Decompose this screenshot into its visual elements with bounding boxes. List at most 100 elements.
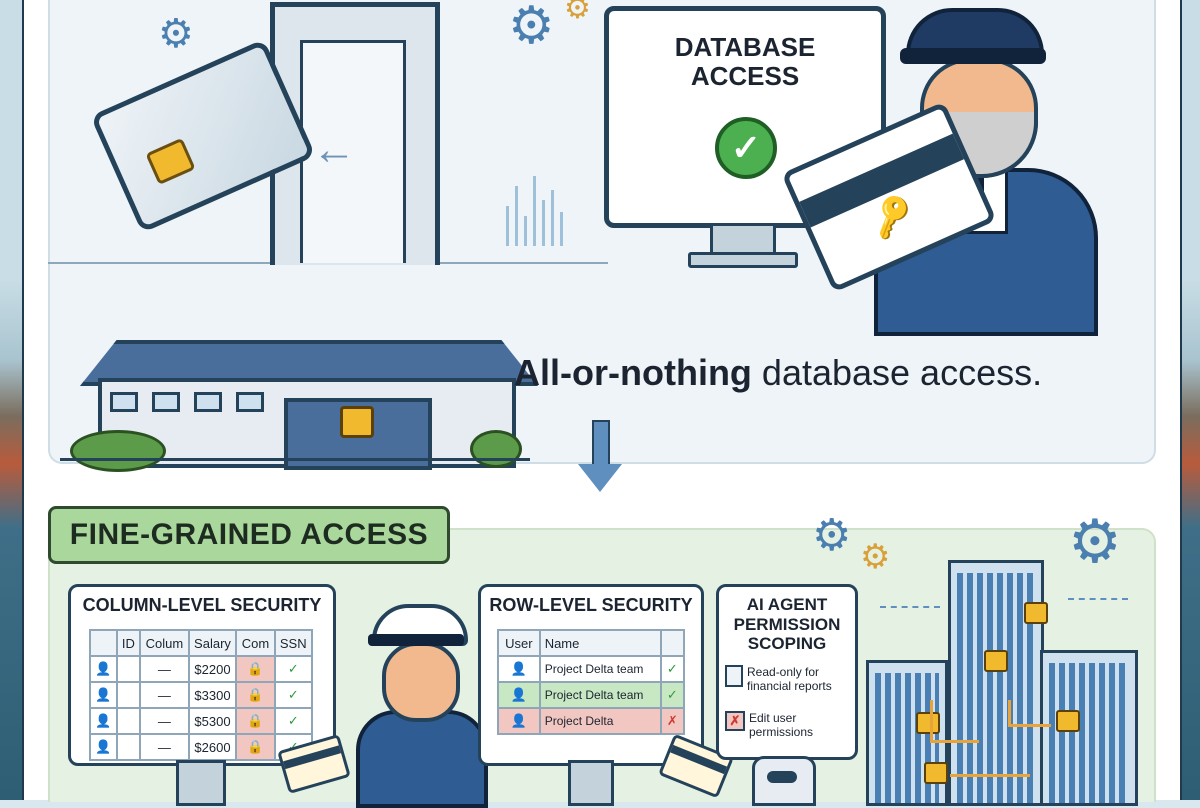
row-security-title: ROW-LEVEL SECURITY <box>489 595 693 615</box>
padlock-icon <box>924 762 948 784</box>
table-header: User <box>497 629 541 657</box>
table-cell: — <box>139 655 190 683</box>
permission-item: Read-only for financial reports <box>725 665 849 693</box>
chip-icon <box>145 137 196 186</box>
gear-icon: ⚙ <box>1068 508 1122 575</box>
window <box>236 392 264 412</box>
table-header <box>89 629 118 657</box>
table-header: Salary <box>187 629 238 657</box>
caption-bold: All-or-nothing <box>514 352 752 393</box>
window <box>110 392 138 412</box>
padlock-icon <box>1056 710 1080 732</box>
bush <box>70 430 166 472</box>
salary-cell: $2600 <box>187 733 238 761</box>
check-icon: ✓ <box>273 655 314 683</box>
locked-warehouse <box>80 340 538 470</box>
data-flow-arrow <box>1008 700 1051 727</box>
padlock-icon <box>340 406 374 438</box>
salary-cell: $5300 <box>187 707 238 735</box>
gear-icon: ⚙ <box>508 0 555 55</box>
row-security-table: User Name 👤 Project Delta team ✓ 👤 Proje… <box>497 629 686 735</box>
gear-icon: ⚙ <box>812 511 852 560</box>
table-header-row: ID Colum Salary Com SSN <box>89 629 314 657</box>
x-mark-icon: ✗ <box>659 707 686 735</box>
table-header: ID <box>115 629 142 657</box>
data-flow-arrow <box>950 774 1030 777</box>
table-row: 👤 Project Delta team ✓ <box>497 681 686 709</box>
column-security-table: ID Colum Salary Com SSN 👤— $2200 🔒✓ 👤— $… <box>89 629 314 761</box>
left-arrow-icon: ← <box>312 125 356 174</box>
row-name: Project Delta team <box>538 655 662 683</box>
row-name: Project Delta team <box>538 681 662 709</box>
monitor-stand <box>568 760 614 806</box>
lock-icon: 🔒 <box>235 733 276 761</box>
user-icon: 👤 <box>89 733 118 761</box>
table-row: 👤— $2200 🔒✓ <box>89 655 314 683</box>
data-bars-decoration <box>506 176 563 246</box>
table-header: Com <box>235 629 276 657</box>
gear-icon: ⚙ <box>860 538 891 576</box>
check-icon: ✓ <box>659 681 686 709</box>
agent-scoping-title: AI AGENT PERMISSION SCOPING <box>733 595 841 654</box>
table-header-row: User Name <box>497 629 686 657</box>
lock-icon: 🔒 <box>235 707 276 735</box>
robot-agent-icon <box>752 756 816 806</box>
fine-grained-banner: FINE-GRAINED ACCESS <box>48 506 450 564</box>
monitor-base <box>688 252 798 268</box>
check-icon: ✓ <box>273 707 314 735</box>
user-icon: 👤 <box>497 681 541 709</box>
column-security-title: COLUMN-LEVEL SECURITY <box>82 595 322 615</box>
gear-icon: ⚙ <box>564 0 591 25</box>
table-row: 👤 Project Delta ✗ <box>497 707 686 735</box>
table-row: 👤 Project Delta team ✓ <box>497 655 686 683</box>
server-tower <box>948 560 1044 806</box>
down-arrow-icon <box>578 420 622 500</box>
ai-agent-scoping-card: AI AGENT PERMISSION SCOPING Read-only fo… <box>716 584 858 760</box>
user-icon: 👤 <box>89 707 118 735</box>
salary-cell: $3300 <box>187 681 238 709</box>
user-icon: 👤 <box>497 655 541 683</box>
table-cell <box>115 655 142 683</box>
permission-item: ✗ Edit user permissions <box>725 711 849 739</box>
lock-icon: 🔒 <box>235 681 276 709</box>
dashed-connector <box>1068 598 1128 600</box>
captain-hat-brim <box>368 634 464 646</box>
captain-jacket <box>356 710 488 808</box>
captain-hat-brim <box>900 48 1046 64</box>
data-flow-arrow <box>930 700 979 743</box>
small-captain-illustration <box>350 604 488 808</box>
table-header: Name <box>538 629 662 657</box>
padlock-icon <box>1024 602 1048 624</box>
user-icon: 👤 <box>89 655 118 683</box>
table-row: 👤 — $3300 🔒✓ <box>89 681 314 709</box>
table-cell <box>115 733 142 761</box>
monitor-title: DATABASE ACCESS <box>674 32 816 91</box>
check-icon: ✓ <box>659 655 686 683</box>
table-cell: — <box>139 681 190 709</box>
warehouse-windows <box>110 392 264 412</box>
dashed-connector <box>880 606 940 608</box>
table-header: Colum <box>139 629 190 657</box>
padlock-icon <box>984 650 1008 672</box>
ground-line <box>60 458 530 461</box>
permission-label: Read-only for financial reports <box>747 665 832 693</box>
permission-label: Edit user permissions <box>749 711 814 739</box>
gear-icon: ⚙ <box>158 12 194 56</box>
user-icon: 👤 <box>89 681 118 709</box>
check-icon: ✓ <box>715 117 777 179</box>
table-cell <box>115 707 142 735</box>
document-icon <box>725 665 743 687</box>
check-icon: ✓ <box>273 681 314 709</box>
row-level-security-card: ROW-LEVEL SECURITY User Name 👤 Project D… <box>478 584 704 766</box>
table-cell: — <box>139 733 190 761</box>
table-cell <box>115 681 142 709</box>
row-name: Project Delta <box>538 707 662 735</box>
all-or-nothing-caption: All-or-nothing database access. <box>514 352 1074 394</box>
server-tower <box>1040 650 1138 806</box>
bush <box>470 430 522 468</box>
window <box>152 392 180 412</box>
window <box>194 392 222 412</box>
padlock-icon <box>916 712 940 734</box>
captain-face <box>382 642 460 722</box>
table-header: SSN <box>273 629 314 657</box>
